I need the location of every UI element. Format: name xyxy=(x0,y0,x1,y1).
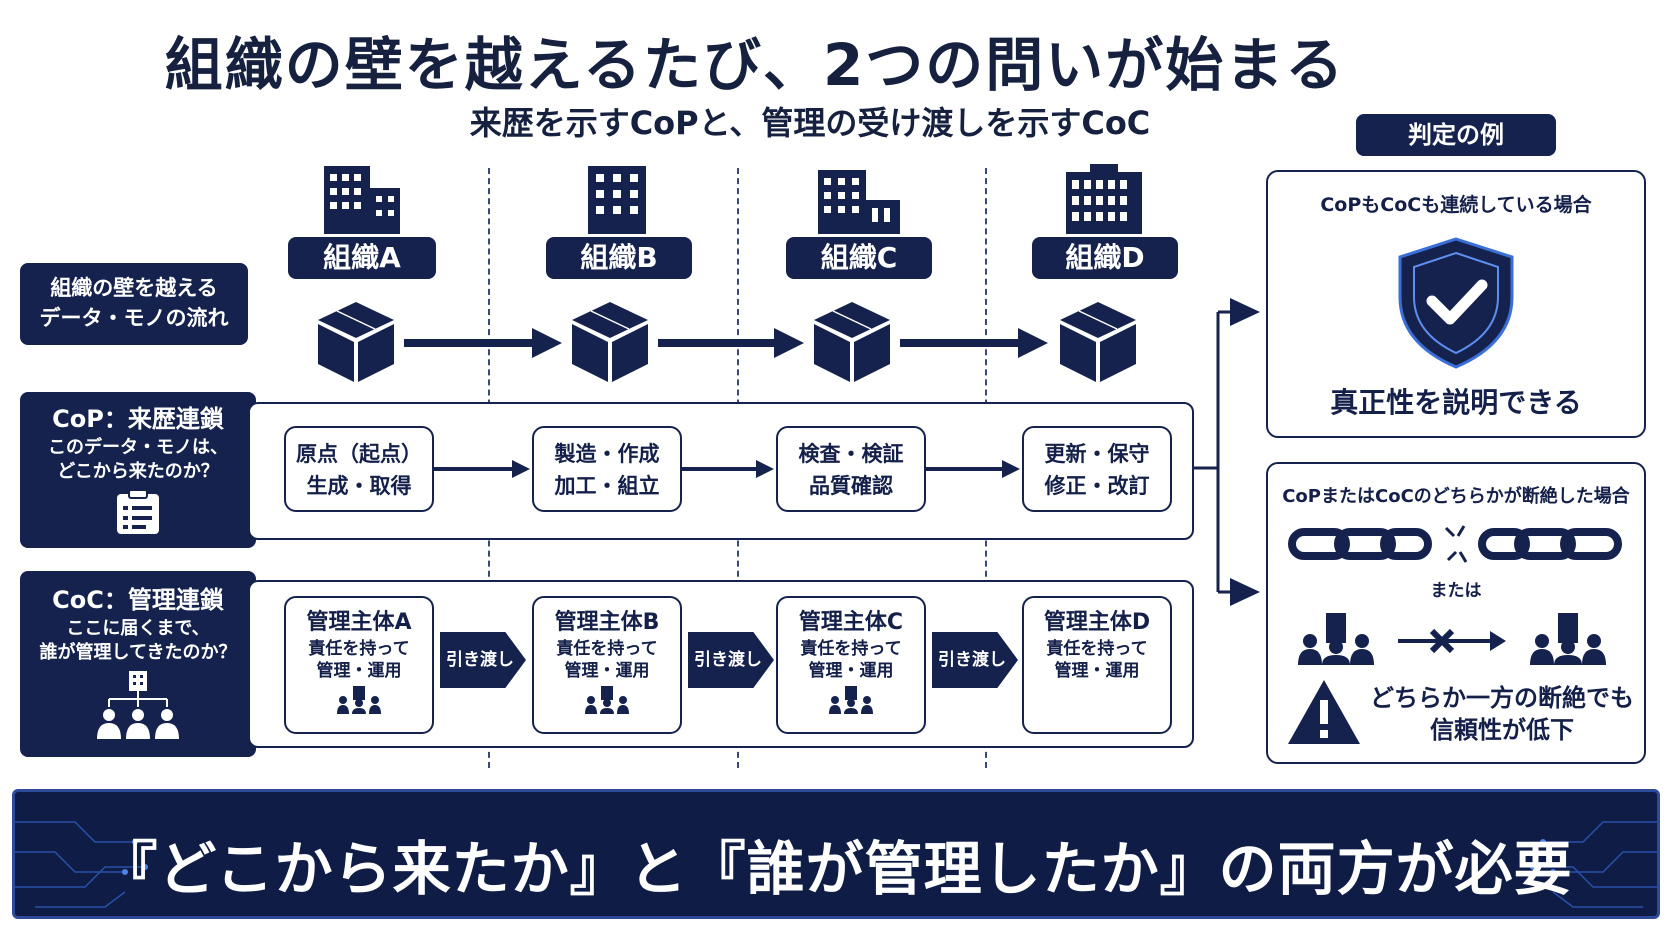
cop-step-line1: 製造・作成 xyxy=(554,442,660,466)
circuit-decoration xyxy=(15,821,1657,908)
cop-step-line2: 品質確認 xyxy=(809,474,893,498)
cop-step-line2: 生成・取得 xyxy=(306,474,412,498)
building-icon xyxy=(324,166,400,234)
handoff-arrow: 引き渡し xyxy=(932,632,1018,688)
coc-step-line2: 管理・運用 xyxy=(808,661,894,681)
judgement-header: 判定の例 xyxy=(1356,114,1556,156)
cop-step-b: 製造・作成 加工・組立 xyxy=(532,426,682,512)
page-subtitle: 来歴を示すCoPと、管理の受け渡しを示すCoC xyxy=(469,104,1151,142)
coc-step-b: 管理主体B 責任を持って 管理・運用 xyxy=(532,596,682,734)
coc-step-title: 管理主体B xyxy=(554,610,660,635)
flow-label-line2: データ・モノの流れ xyxy=(39,306,229,330)
shield-check-icon xyxy=(1398,237,1514,369)
cop-question-line2: どこから来たのか？ xyxy=(57,461,219,482)
coc-step-d: 管理主体D 責任を持って 管理・運用 xyxy=(1022,596,1172,734)
flow-label-line1: 組織の壁を越える xyxy=(50,276,218,300)
broken-chain-icon xyxy=(1288,525,1622,563)
cop-arrow xyxy=(926,460,1020,478)
coc-question-line2: 誰が管理してきたのか？ xyxy=(39,642,237,663)
org-label-d: 組織D xyxy=(1032,237,1178,279)
building-icon xyxy=(818,170,900,234)
clipboard-icon xyxy=(117,489,159,534)
bottom-banner: 『どこから来たか』と『誰が管理したか』の両方が必要 xyxy=(12,789,1660,919)
warning-icon xyxy=(1288,680,1360,744)
team-icon xyxy=(585,686,629,714)
box-icon xyxy=(318,302,394,382)
coc-step-line2: 管理・運用 xyxy=(316,661,402,681)
cop-label: CoP：来歴連鎖 このデータ・モノは、 どこから来たのか？ xyxy=(20,392,256,548)
building-icon xyxy=(588,166,646,234)
org-label-c: 組織C xyxy=(786,237,932,279)
box-icon xyxy=(1060,302,1136,382)
flow-arrow xyxy=(404,328,562,358)
coc-step-line2: 管理・運用 xyxy=(564,661,650,681)
cop-step-c: 検査・検証 品質確認 xyxy=(776,426,926,512)
handoff-arrow: 引き渡し xyxy=(688,632,774,688)
coc-heading: CoC：管理連鎖 xyxy=(52,586,224,614)
flow-arrow xyxy=(658,328,804,358)
cop-step-d: 更新・保守 修正・改訂 xyxy=(1022,426,1172,512)
judgement-bad-result-line1: どちらか一方の断絶でも xyxy=(1370,684,1634,712)
org-label-b: 組織B xyxy=(546,237,692,279)
cop-step-line1: 検査・検証 xyxy=(798,442,904,466)
judgement-bad-card: CoPまたはCoCのどちらかが断絶した場合 または どちらか一方の断絶でも 信頼… xyxy=(1266,462,1646,764)
cop-step-a: 原点（起点） 生成・取得 xyxy=(284,426,434,512)
cop-step-line2: 修正・改訂 xyxy=(1044,474,1150,498)
cop-arrow xyxy=(434,460,530,478)
coc-step-line1: 責任を持って xyxy=(800,639,902,659)
judgement-bad-or: または xyxy=(1430,581,1482,601)
cop-step-line1: 更新・保守 xyxy=(1044,442,1150,466)
coc-step-title: 管理主体C xyxy=(798,610,904,635)
building-icon xyxy=(1066,164,1142,234)
hierarchy-people-icon xyxy=(97,671,179,739)
flow-arrow xyxy=(900,328,1048,358)
judgement-good-card: CoPもCoCも連続している場合 真正性を説明できる xyxy=(1266,170,1646,438)
cop-step-line2: 加工・組立 xyxy=(554,474,660,498)
coc-step-line1: 責任を持って xyxy=(1046,639,1148,659)
cop-arrow xyxy=(682,460,774,478)
judgement-connector xyxy=(1194,298,1260,606)
cop-step-line1: 原点（起点） xyxy=(296,442,422,466)
coc-step-line2: 管理・運用 xyxy=(1054,661,1140,681)
judgement-bad-result: どちらか一方の断絶でも 信頼性が低下 xyxy=(1368,682,1636,746)
judgement-bad-condition: CoPまたはCoCのどちらかが断絶した場合 xyxy=(1282,486,1630,507)
coc-label: CoC：管理連鎖 ここに届くまで、 誰が管理してきたのか？ xyxy=(20,571,256,757)
coc-step-title: 管理主体D xyxy=(1043,610,1151,635)
page-title: 組織の壁を越えるたび、2つの問いが始まる xyxy=(164,31,1346,99)
coc-step-title: 管理主体A xyxy=(306,610,412,635)
handoff-arrow: 引き渡し xyxy=(440,632,526,688)
flow-label: 組織の壁を越える データ・モノの流れ xyxy=(20,263,248,345)
org-label-a: 組織A xyxy=(288,237,436,279)
bottom-message: 『どこから来たか』と『誰が管理したか』の両方が必要 xyxy=(99,835,1573,903)
judgement-good-result: 真正性を説明できる xyxy=(1330,386,1582,419)
cop-heading: CoP：来歴連鎖 xyxy=(52,405,224,433)
coc-step-line1: 責任を持って xyxy=(308,639,410,659)
coc-step-line1: 責任を持って xyxy=(556,639,658,659)
coc-question-line1: ここに届くまで、 xyxy=(66,618,210,639)
box-icon xyxy=(572,302,648,382)
cop-question-line1: このデータ・モノは、 xyxy=(48,437,228,458)
coc-step-c: 管理主体C 責任を持って 管理・運用 xyxy=(776,596,926,734)
coc-step-a: 管理主体A 責任を持って 管理・運用 xyxy=(284,596,434,734)
team-icon xyxy=(829,686,873,714)
broken-handoff-icon xyxy=(1298,613,1606,665)
judgement-bad-result-line2: 信頼性が低下 xyxy=(1430,716,1574,744)
box-icon xyxy=(814,302,890,382)
judgement-good-condition: CoPもCoCも連続している場合 xyxy=(1320,194,1592,216)
team-icon xyxy=(337,686,381,714)
